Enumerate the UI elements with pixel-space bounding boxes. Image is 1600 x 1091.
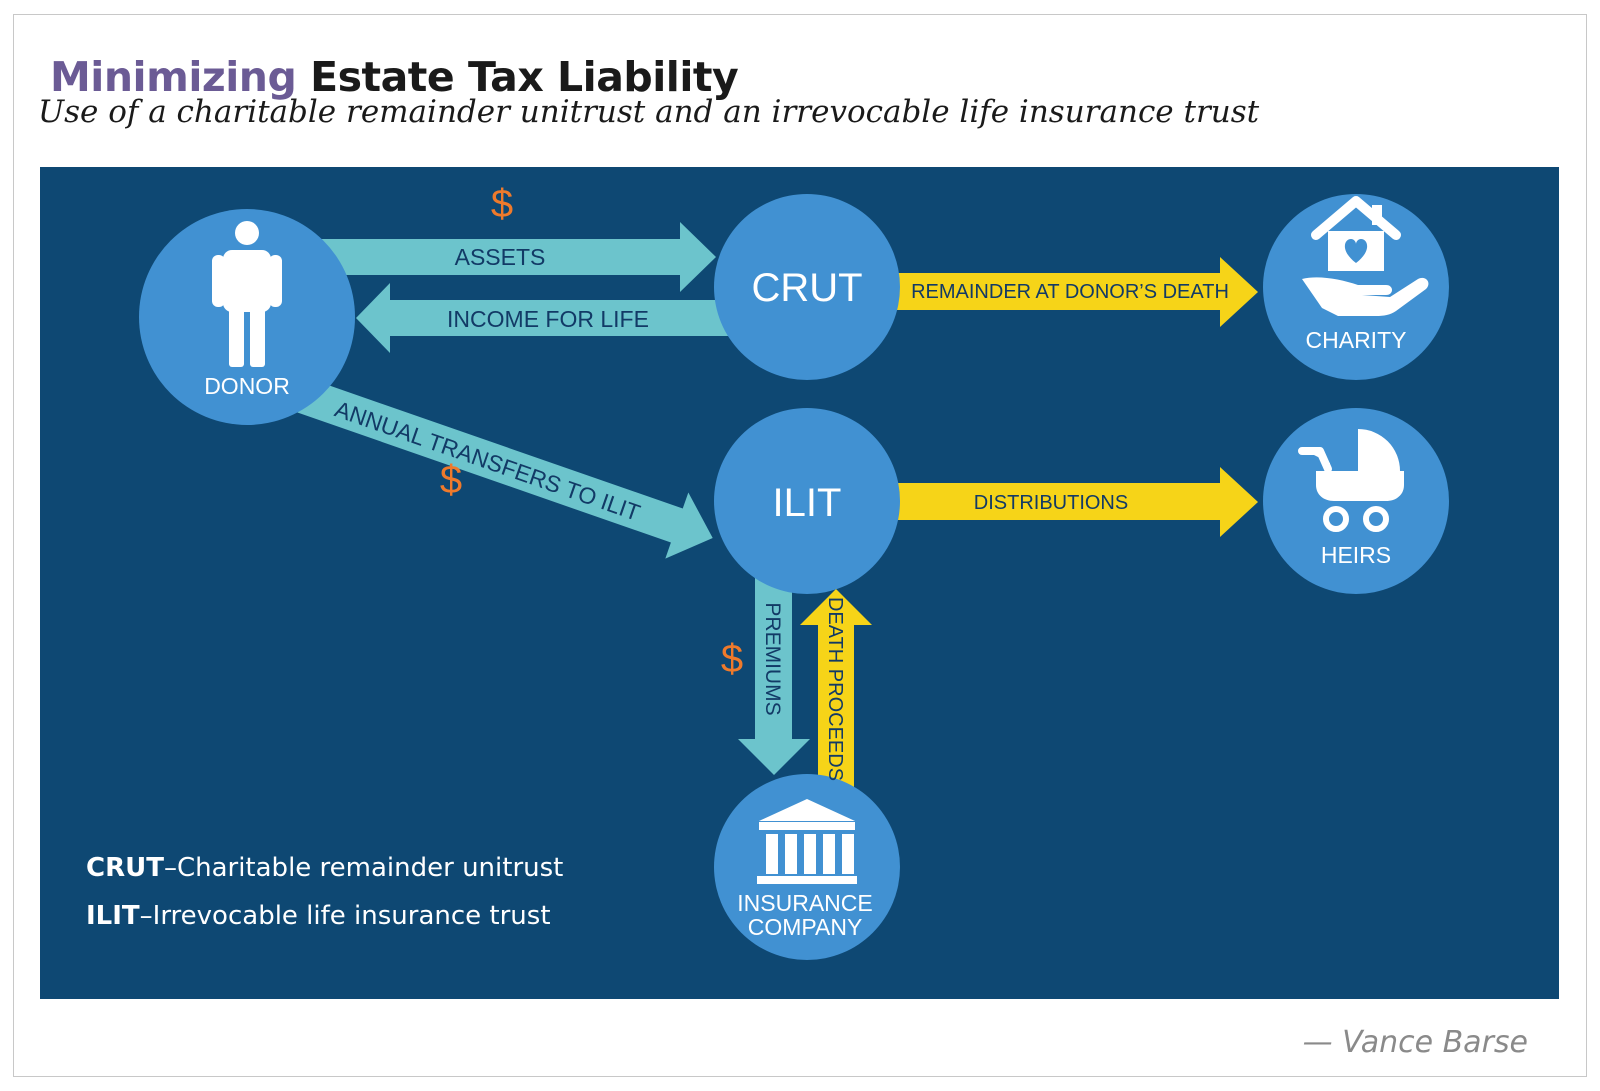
donor-label: DONOR	[204, 373, 290, 399]
assets-arrow	[310, 222, 716, 292]
author-credit: — Vance Barse	[1302, 1025, 1528, 1060]
dollar-annual: $	[440, 458, 462, 502]
title-accent: Minimizing	[50, 53, 297, 101]
donor-node	[139, 209, 355, 425]
bank-building-icon	[757, 799, 857, 884]
legend-ilit-abbr: ILIT	[86, 901, 140, 931]
death-proceeds-arrow	[800, 589, 872, 787]
annual-transfers-arrow	[293, 377, 713, 559]
heirs-label: HEIRS	[1321, 542, 1391, 568]
income-label: INCOME FOR LIFE	[447, 306, 649, 332]
title-rest: Estate Tax Liability	[310, 53, 739, 101]
person-icon	[212, 221, 282, 367]
premiums-label: PREMIUMS	[761, 602, 784, 715]
legend-crut: CRUT–Charitable remainder unitrust	[86, 853, 563, 883]
flow-diagram: DONOR CRUT ILIT CHARITY HEIRS INSURANCE …	[139, 182, 1449, 960]
legend-crut-abbr: CRUT	[86, 853, 164, 883]
figure-frame: Minimizing Estate Tax Liability	[13, 14, 1587, 1077]
insurance-label-line1: INSURANCE	[737, 890, 872, 916]
diagram-panel: DONOR CRUT ILIT CHARITY HEIRS INSURANCE …	[40, 167, 1559, 999]
crut-node	[714, 194, 900, 380]
legend-ilit: ILIT–Irrevocable life insurance trust	[86, 901, 551, 931]
annual-transfers-label: ANNUAL TRANSFERS TO ILIT	[332, 396, 644, 526]
ilit-node	[714, 408, 900, 594]
distributions-arrow	[880, 467, 1258, 537]
house-heart-hand-icon	[1302, 196, 1429, 316]
income-arrow	[356, 283, 740, 353]
remainder-arrow	[880, 257, 1258, 327]
insurance-label-line2: COMPANY	[748, 914, 863, 940]
distributions-label: DISTRIBUTIONS	[974, 492, 1128, 514]
crut-label: CRUT	[751, 266, 862, 310]
dollar-assets: $	[491, 182, 513, 226]
legend-crut-desc: –Charitable remainder unitrust	[163, 853, 564, 883]
baby-stroller-icon	[1298, 429, 1404, 532]
death-proceeds-label: DEATH PROCEEDS	[824, 597, 846, 781]
premiums-arrow	[738, 567, 810, 775]
figure-title: Minimizing Estate Tax Liability	[50, 53, 739, 101]
ilit-label: ILIT	[773, 481, 842, 525]
legend-ilit-desc: –Irrevocable life insurance trust	[139, 901, 551, 931]
remainder-label: REMAINDER AT DONOR’S DEATH	[911, 281, 1229, 303]
figure-subtitle: Use of a charitable remainder unitrust a…	[38, 94, 1260, 130]
assets-label: ASSETS	[455, 244, 546, 270]
charity-label: CHARITY	[1306, 327, 1407, 353]
dollar-premiums: $	[721, 637, 743, 681]
